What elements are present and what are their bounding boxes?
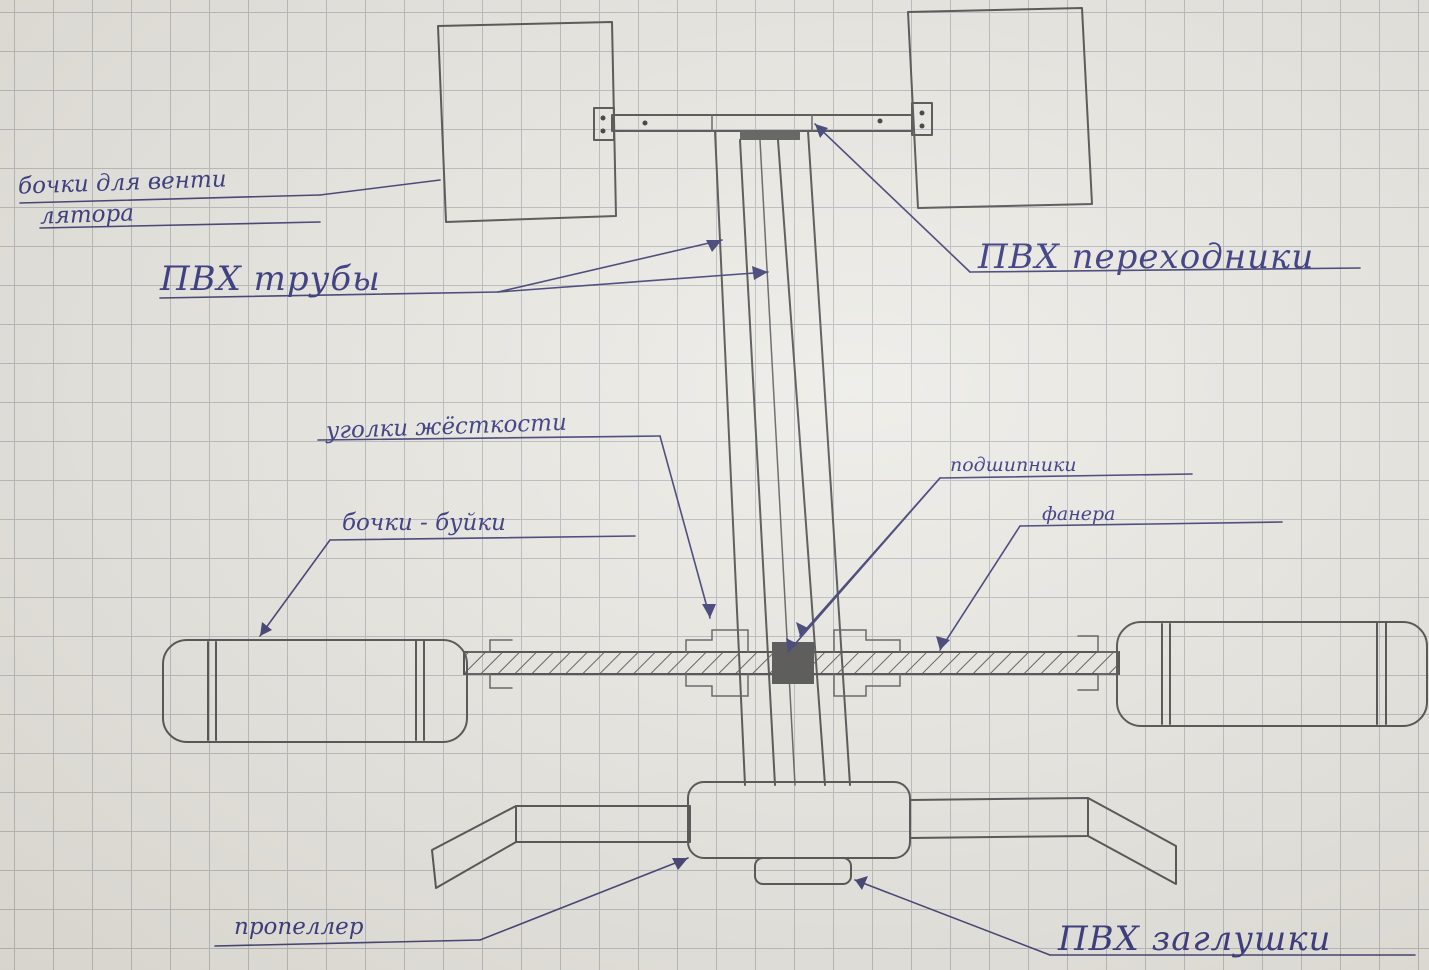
label-pvc-pipes: ПВХ трубы: [160, 259, 381, 299]
label-bearings: подшипники: [950, 454, 1077, 476]
label-pvc-plugs: ПВХ заглушки: [1058, 919, 1332, 959]
label-buoy-barrels: бочки - буйки: [342, 510, 506, 536]
stiffness-brackets: [467, 629, 1119, 697]
buoy-barrel-right: [1116, 621, 1428, 727]
leader-lines: [19, 123, 1416, 956]
buoy-barrel-left: [162, 639, 468, 743]
label-plywood: фанера: [1042, 503, 1116, 525]
label-propeller: пропеллер: [234, 914, 364, 940]
top-crossbar: [593, 102, 933, 141]
arrow-heads: [260, 124, 950, 890]
bearing-block: [772, 642, 814, 684]
propeller: [431, 781, 1177, 889]
fan-barrel-left: [437, 21, 617, 223]
label-fan-barrels-line2: лятора: [39, 200, 135, 230]
label-pvc-adapters: ПВХ переходники: [978, 237, 1315, 277]
vertical-pvc-pipes: [714, 130, 851, 786]
fan-barrel-right: [907, 7, 1093, 209]
